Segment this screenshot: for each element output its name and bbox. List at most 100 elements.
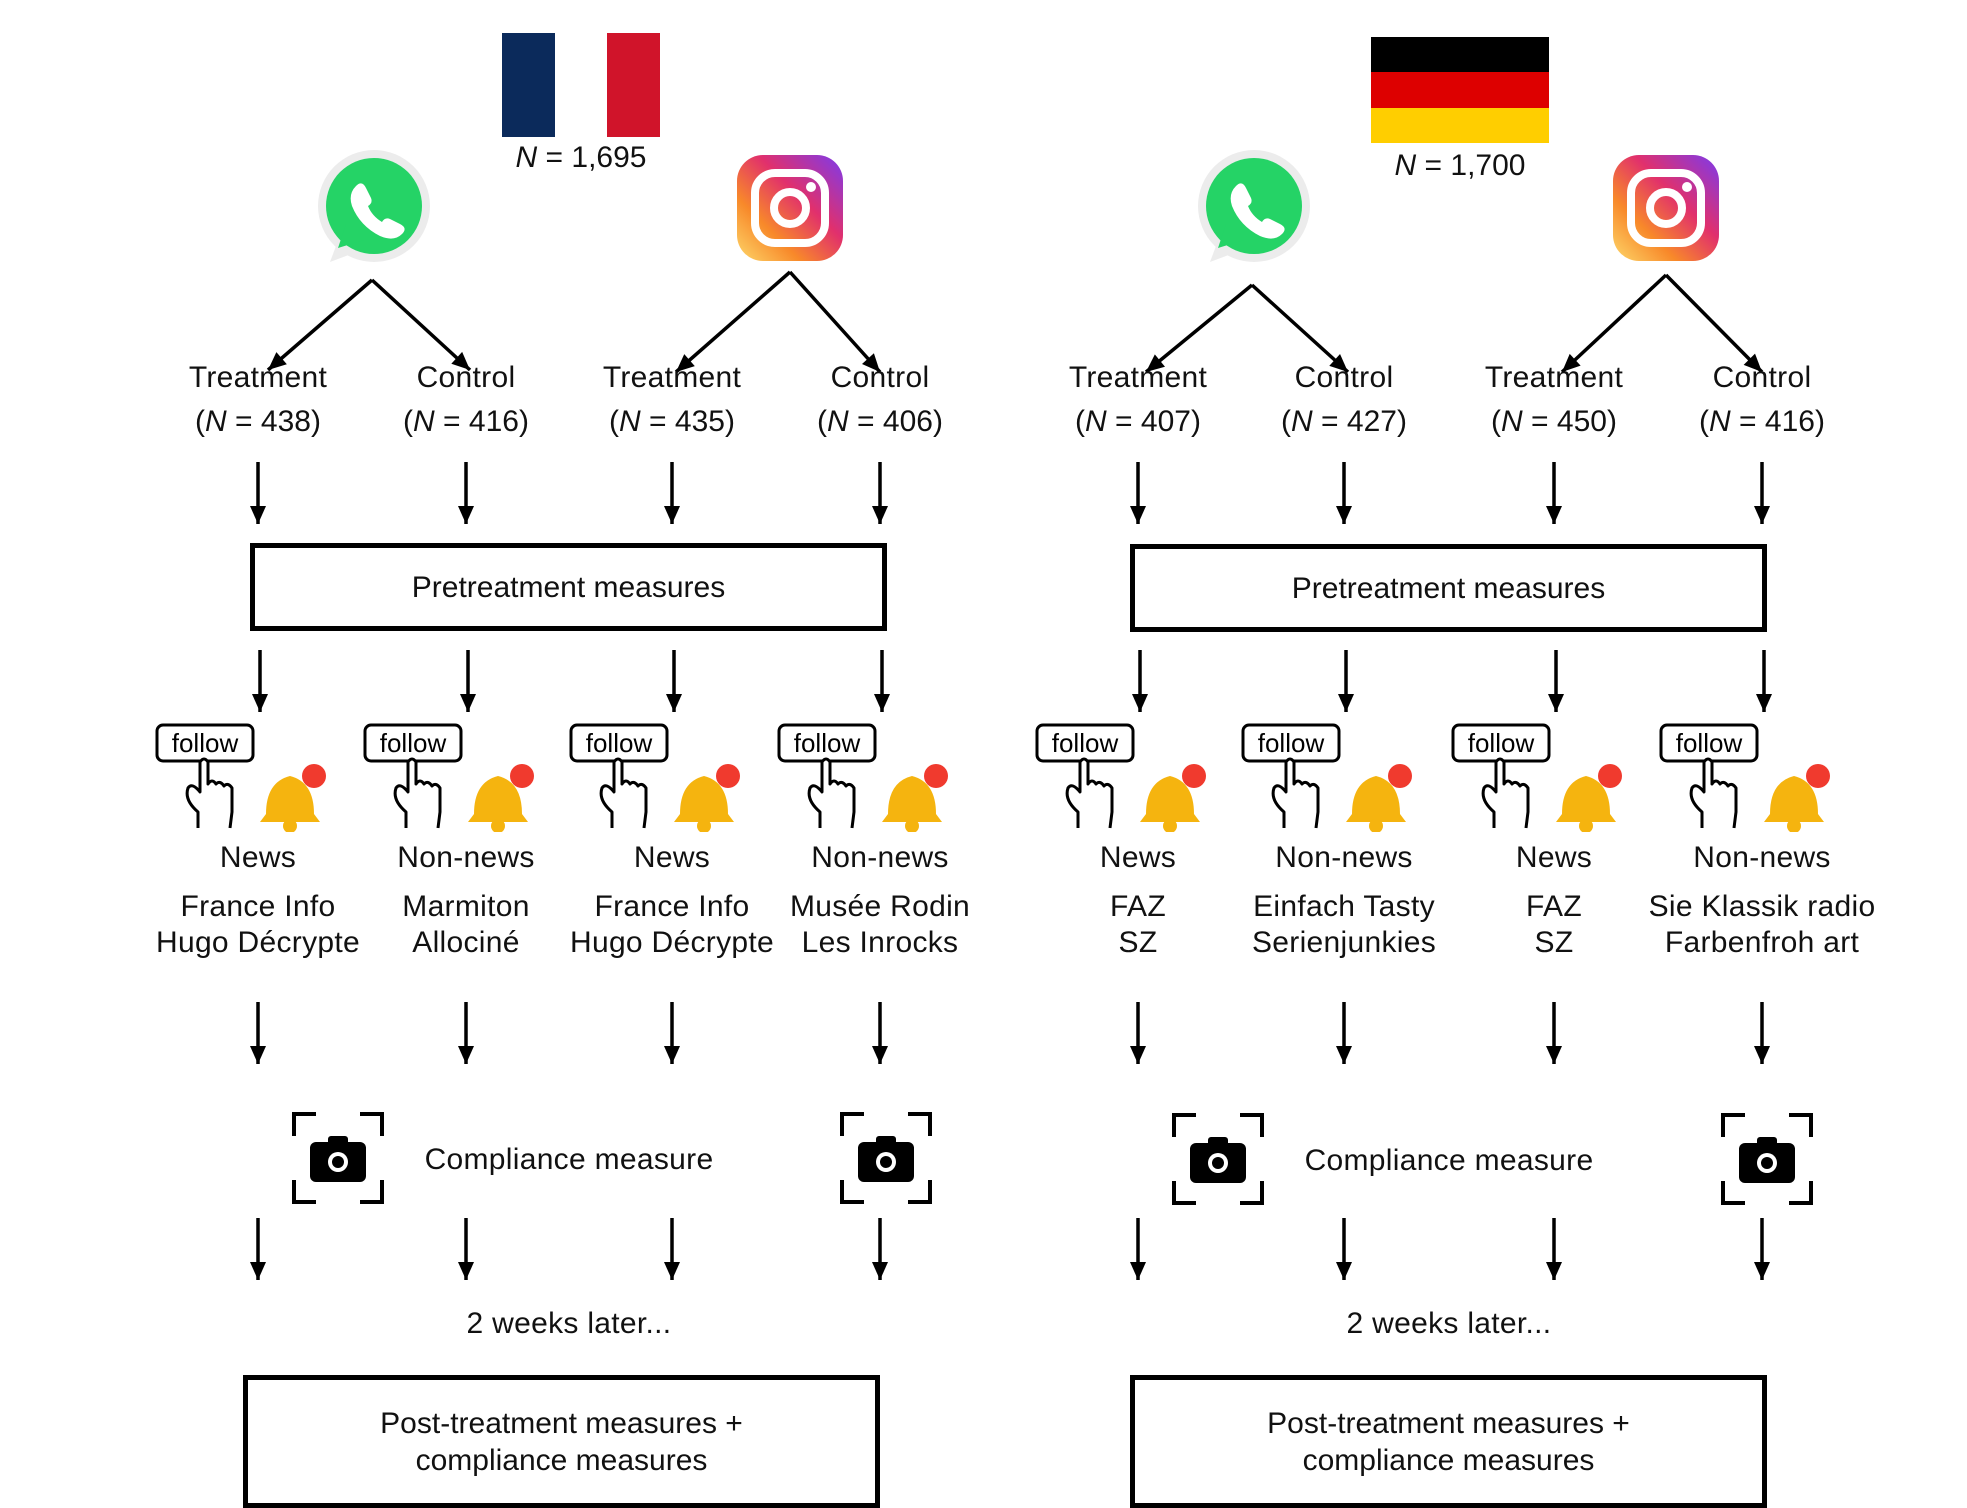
- arrow-to-compliance: [1336, 1002, 1352, 1064]
- paren-open: (: [195, 405, 206, 438]
- n-symbol: N: [413, 405, 435, 438]
- follow-notification-icon: follow: [362, 722, 542, 837]
- flag-stripe: [1371, 72, 1549, 108]
- fork-arrow-0: [266, 278, 374, 372]
- fork-arrow-3: [1664, 273, 1764, 374]
- account-name: Hugo Décrypte: [570, 926, 774, 959]
- pointer-hand-icon: [1065, 757, 1114, 829]
- account-name: FAZ: [1110, 890, 1166, 923]
- n-value: 407: [1140, 405, 1191, 438]
- arrow-to-pretreatment: [664, 462, 680, 524]
- n-value: 416: [1764, 405, 1815, 438]
- follow-notification-icon: follow: [568, 722, 748, 837]
- account-type: Non-news: [811, 841, 949, 874]
- arrow-to-followup: [250, 1218, 266, 1280]
- n-symbol: N: [1085, 405, 1107, 438]
- camera-screenshot-icon: [290, 1110, 386, 1211]
- follow-label: follow: [586, 728, 653, 758]
- account-name: Allociné: [412, 926, 520, 959]
- two-weeks-later-label: 2 weeks later...: [466, 1307, 672, 1340]
- paren-close: ): [1190, 405, 1201, 438]
- fork-arrow-1: [370, 278, 472, 372]
- fork-arrow-3: [788, 270, 882, 374]
- follow-notification-icon: follow: [776, 722, 956, 837]
- account-name: Einfach Tasty: [1253, 890, 1435, 923]
- notification-dot: [1182, 764, 1206, 788]
- group-sample-size: (N = 438): [195, 404, 321, 440]
- follow-label: follow: [380, 728, 447, 758]
- group-sample-size: (N = 416): [403, 404, 529, 440]
- paren-open: (: [1491, 405, 1502, 438]
- follow-label: follow: [1468, 728, 1535, 758]
- account-name: Marmiton: [402, 890, 530, 923]
- group-label: Control: [1712, 361, 1812, 394]
- camera-screenshot-icon: [838, 1110, 934, 1211]
- notification-dot: [302, 764, 326, 788]
- follow-label: follow: [1676, 728, 1743, 758]
- paren-open: (: [609, 405, 620, 438]
- arrow-to-followup: [458, 1218, 474, 1280]
- account-type: Non-news: [397, 841, 535, 874]
- flag-france: [502, 33, 660, 137]
- post-treatment-line2: compliance measures: [415, 1443, 708, 1477]
- account-type: News: [1515, 841, 1593, 874]
- account-name: Hugo Décrypte: [156, 926, 360, 959]
- account-name: FAZ: [1526, 890, 1582, 923]
- n-symbol: N: [1394, 149, 1417, 182]
- n-symbol: N: [1709, 405, 1731, 438]
- bell-icon: [882, 776, 942, 822]
- n-symbol: N: [1501, 405, 1523, 438]
- flag-stripe: [607, 33, 660, 137]
- pretreatment-label: Pretreatment measures: [411, 570, 726, 604]
- bell-icon: [468, 776, 528, 822]
- fork-arrow-0: [1144, 283, 1254, 374]
- follow-notification-icon: follow: [154, 722, 334, 837]
- group-label: Treatment: [1068, 361, 1208, 394]
- group-sample-size: (N = 427): [1281, 404, 1407, 440]
- group-label: Control: [830, 361, 930, 394]
- equals-sign: =: [1312, 405, 1347, 438]
- n-symbol: N: [619, 405, 641, 438]
- account-type: News: [633, 841, 711, 874]
- follow-notification-icon: follow: [1658, 722, 1838, 837]
- pointer-hand-icon: [599, 757, 648, 829]
- sample-size-total: N = 1,695: [516, 140, 647, 176]
- arrow-to-follow: [1548, 650, 1564, 712]
- camera-screenshot-icon: [1719, 1111, 1815, 1212]
- flag-stripe: [1371, 107, 1549, 143]
- fork-arrow-1: [1250, 283, 1350, 374]
- post-treatment-line2: compliance measures: [1302, 1443, 1595, 1477]
- arrow-to-compliance: [250, 1002, 266, 1064]
- n-value: 406: [882, 405, 933, 438]
- notification-dot: [924, 764, 948, 788]
- notification-dot: [1598, 764, 1622, 788]
- follow-notification-icon: follow: [1240, 722, 1420, 837]
- account-name: SZ: [1534, 926, 1574, 959]
- paren-close: ): [1396, 405, 1407, 438]
- paren-close: ): [310, 405, 321, 438]
- arrow-to-pretreatment: [1336, 462, 1352, 524]
- n-value: 438: [260, 405, 311, 438]
- arrow-to-compliance: [1754, 1002, 1770, 1064]
- n-symbol: N: [1291, 405, 1313, 438]
- pointer-hand-icon: [185, 757, 234, 829]
- notification-dot: [1806, 764, 1830, 788]
- instagram-icon: [1611, 153, 1721, 268]
- post-treatment-line1: Post-treatment measures +: [380, 1406, 743, 1440]
- camera-screenshot-icon: [1170, 1111, 1266, 1212]
- account-type: News: [1099, 841, 1177, 874]
- compliance-measure-label: Compliance measure: [1304, 1144, 1594, 1177]
- arrow-to-followup: [1130, 1218, 1146, 1280]
- paren-open: (: [1075, 405, 1086, 438]
- paren-close: ): [932, 405, 943, 438]
- follow-label: follow: [1258, 728, 1325, 758]
- arrow-to-follow: [460, 650, 476, 712]
- equals-sign: =: [1522, 405, 1557, 438]
- n-value: = 1,700: [1416, 149, 1526, 182]
- paren-open: (: [1281, 405, 1292, 438]
- arrow-to-follow: [1756, 650, 1772, 712]
- flag-stripe: [554, 33, 608, 137]
- flag-germany: [1371, 37, 1549, 143]
- equals-sign: =: [848, 405, 883, 438]
